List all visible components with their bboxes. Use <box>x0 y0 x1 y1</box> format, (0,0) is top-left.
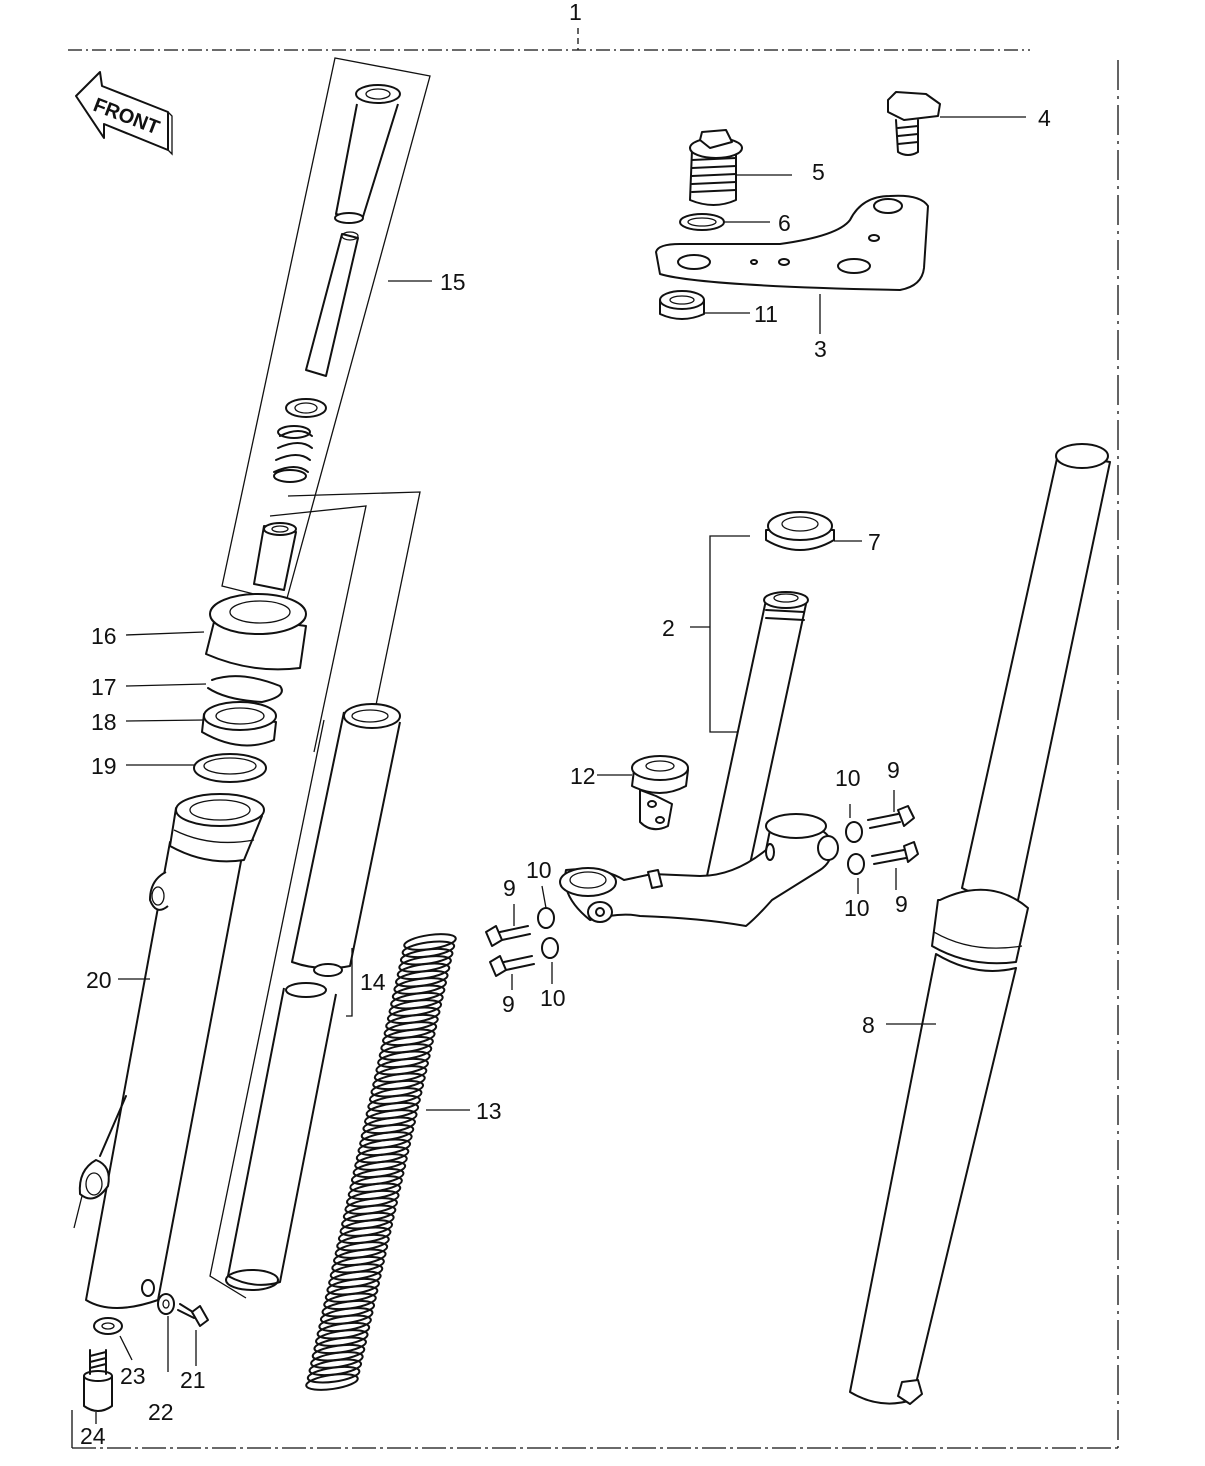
damper-rod-kit-15 <box>221 57 431 603</box>
callout-5: 5 <box>812 159 825 185</box>
dust-seal-16 <box>205 593 307 671</box>
spring-coil <box>305 1373 359 1391</box>
callout-9d: 9 <box>502 991 515 1017</box>
callout-10b: 10 <box>844 895 870 921</box>
callout-20: 20 <box>86 967 112 993</box>
callout-18: 18 <box>91 709 117 735</box>
callout-9b: 9 <box>895 891 908 917</box>
bolt-4 <box>887 91 941 156</box>
front-direction-arrow: FRONT <box>75 71 173 156</box>
callout-24: 24 <box>80 1423 106 1449</box>
callout-15: 15 <box>440 269 466 295</box>
callout-10d: 10 <box>540 985 566 1011</box>
fork-spring-13 <box>305 933 457 1391</box>
callout-8: 8 <box>862 1012 875 1038</box>
callout-4: 4 <box>1038 105 1051 131</box>
callout-9a: 9 <box>887 757 900 783</box>
inner-fork-tube-14 <box>209 703 401 1299</box>
diagram-frame <box>68 28 1119 1449</box>
fork-leg-assembly-8 <box>849 443 1111 1405</box>
bushing-11 <box>659 290 705 320</box>
callout-7: 7 <box>868 529 881 555</box>
callout-22: 22 <box>148 1399 174 1425</box>
callout-6: 6 <box>778 210 791 236</box>
callout-12: 12 <box>570 763 596 789</box>
upper-bracket-3 <box>655 194 929 291</box>
callout-14: 14 <box>360 969 386 995</box>
outer-fork-tube-20 <box>73 793 265 1309</box>
cable-clamp-12 <box>631 755 689 831</box>
o-ring-6 <box>679 213 725 231</box>
plug-bolt-5 <box>689 129 743 206</box>
callout-21: 21 <box>180 1367 206 1393</box>
callout-1: 1 <box>569 0 582 25</box>
lower-bracket <box>559 813 839 927</box>
spring-coil <box>306 1365 361 1384</box>
stem-cap-7 <box>765 511 835 551</box>
callout-2: 2 <box>662 615 675 641</box>
callout-11: 11 <box>754 301 778 327</box>
callout-10c: 10 <box>526 857 552 883</box>
leader-lines <box>95 116 1026 1424</box>
oil-seal-18 <box>201 701 277 747</box>
pinch-bolts-9-and-nuts-10 <box>485 805 919 977</box>
callout-13: 13 <box>476 1098 502 1124</box>
callout-9c: 9 <box>503 875 516 901</box>
washer-19 <box>193 753 267 783</box>
retaining-ring-17 <box>207 675 283 703</box>
callout-23: 23 <box>120 1363 146 1389</box>
kit-bracket-lines <box>269 491 421 753</box>
callout-10a: 10 <box>835 765 861 791</box>
bottom-hardware <box>83 1293 209 1412</box>
callout-labels: 1 4 5 6 11 3 15 7 2 12 16 17 18 19 20 10… <box>80 0 1051 1449</box>
callout-17: 17 <box>91 674 117 700</box>
callout-19: 19 <box>91 753 117 779</box>
callout-16: 16 <box>91 623 117 649</box>
callout-3: 3 <box>814 336 827 362</box>
